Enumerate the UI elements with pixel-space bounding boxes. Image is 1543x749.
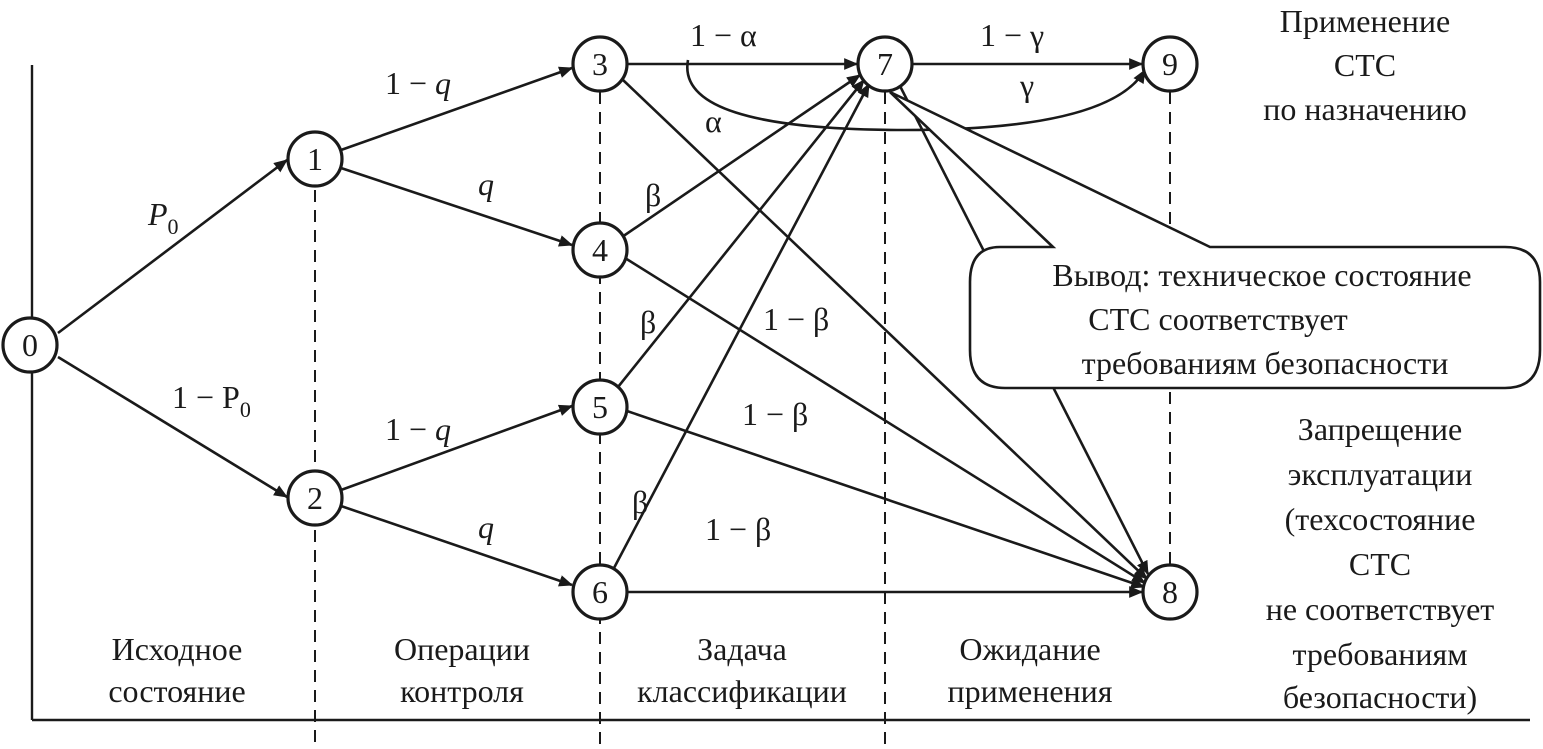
callout-line-3: требованиям безопасности bbox=[1082, 345, 1449, 381]
outcome-apply: Применение СТС по назначению bbox=[1263, 3, 1467, 127]
edge-5-7 bbox=[616, 79, 866, 388]
node-9-label: 9 bbox=[1162, 46, 1178, 82]
edge-4-8 bbox=[624, 256, 1146, 585]
stage-caption-waiting: Ожидание применения bbox=[948, 631, 1113, 709]
stage-caption-initial: Исходное состояние bbox=[108, 631, 245, 709]
node-7: 7 bbox=[856, 35, 914, 93]
outcome-forbid-line-6: требованиям bbox=[1293, 636, 1468, 672]
label-1-minus-beta-6: 1 − β bbox=[705, 511, 771, 547]
edge-2-5 bbox=[340, 404, 574, 492]
node-6: 6 bbox=[571, 563, 629, 621]
label-1-minus-p0-sub: 0 bbox=[240, 397, 251, 422]
edge-4-7 bbox=[621, 73, 861, 239]
outcome-forbid: Запрещение эксплуатации (техсостояние СТ… bbox=[1266, 411, 1495, 715]
node-1-label: 1 bbox=[307, 141, 323, 177]
node-6-label: 6 bbox=[592, 574, 608, 610]
label-1-minus-q-upper: 1 − q bbox=[385, 65, 451, 101]
label-1-minus-q-lower-var: q bbox=[435, 411, 451, 447]
stage-caption-initial-line-1: Исходное bbox=[112, 631, 243, 667]
label-p0-main: P bbox=[147, 196, 168, 232]
outcome-apply-line-2: СТС bbox=[1334, 47, 1396, 83]
node-0-label: 0 bbox=[22, 327, 38, 363]
label-beta-4: β bbox=[645, 177, 661, 213]
edge-2-6 bbox=[340, 504, 574, 587]
label-1-minus-q-upper-var: q bbox=[435, 65, 451, 101]
label-p0: P0 bbox=[147, 196, 179, 239]
outcome-apply-line-3: по назначению bbox=[1263, 91, 1467, 127]
conclusion-callout bbox=[889, 90, 1542, 390]
node-8-label: 8 bbox=[1162, 574, 1178, 610]
edge-0-2 bbox=[57, 355, 288, 499]
stage-caption-classification: Задача классификации bbox=[637, 631, 847, 709]
callout-line-2: СТС соответствует bbox=[1088, 301, 1347, 337]
edge-1-4 bbox=[340, 166, 574, 247]
label-1-minus-p0: 1 − P0 bbox=[172, 379, 251, 422]
label-alpha: α bbox=[705, 103, 722, 139]
label-beta-5: β bbox=[640, 304, 656, 340]
node-3-label: 3 bbox=[592, 46, 608, 82]
label-1-minus-beta-4: 1 − β bbox=[763, 301, 829, 337]
stage-caption-initial-line-2: состояние bbox=[108, 673, 245, 709]
outcome-forbid-line-3: (техсостояние bbox=[1285, 501, 1476, 537]
label-1-minus-gamma: 1 − γ bbox=[980, 17, 1044, 53]
node-7-label: 7 bbox=[877, 46, 893, 82]
stage-caption-waiting-line-2: применения bbox=[948, 673, 1113, 709]
node-0: 0 bbox=[1, 316, 59, 374]
stage-caption-control-line-1: Операции bbox=[394, 631, 530, 667]
label-q-upper: q bbox=[478, 166, 494, 202]
edge-6-7 bbox=[612, 82, 871, 569]
stage-caption-classification-line-1: Задача bbox=[697, 631, 787, 667]
node-9: 9 bbox=[1141, 35, 1199, 93]
node-2: 2 bbox=[286, 469, 344, 527]
label-1-minus-p0-main: 1 − P bbox=[172, 379, 240, 415]
label-1-minus-alpha: 1 − α bbox=[690, 17, 757, 53]
label-1-minus-q-lower: 1 − q bbox=[385, 411, 451, 447]
label-1-minus-q-lower-prefix: 1 − bbox=[385, 411, 435, 447]
edge-0-1 bbox=[57, 158, 288, 335]
stage-caption-control: Операции контроля bbox=[394, 631, 530, 709]
outcome-forbid-line-5: не соответствует bbox=[1266, 591, 1495, 627]
edge-3-9 bbox=[686, 59, 1147, 132]
node-1: 1 bbox=[286, 130, 344, 188]
node-4: 4 bbox=[571, 221, 629, 279]
edge-3-8 bbox=[622, 79, 1148, 580]
outcome-forbid-line-4: СТС bbox=[1349, 546, 1411, 582]
callout-line-1: Вывод: техническое состояние bbox=[1052, 257, 1471, 293]
label-gamma: γ bbox=[1019, 67, 1034, 103]
node-5-label: 5 bbox=[592, 389, 608, 425]
label-p0-sub: 0 bbox=[168, 214, 179, 239]
outcome-forbid-line-2: эксплуатации bbox=[1288, 456, 1473, 492]
outcome-apply-line-1: Применение bbox=[1280, 3, 1450, 39]
node-3: 3 bbox=[571, 35, 629, 93]
label-beta-6: β bbox=[632, 484, 648, 520]
stage-caption-classification-line-2: классификации bbox=[637, 673, 847, 709]
node-5: 5 bbox=[571, 378, 629, 436]
label-q-lower: q bbox=[478, 509, 494, 545]
node-2-label: 2 bbox=[307, 480, 323, 516]
outcome-forbid-line-7: безопасности) bbox=[1283, 679, 1477, 715]
edge-5-8 bbox=[626, 409, 1146, 589]
node-4-label: 4 bbox=[592, 232, 608, 268]
label-1-minus-beta-5: 1 − β bbox=[742, 396, 808, 432]
node-8: 8 bbox=[1141, 563, 1199, 621]
edge-1-3 bbox=[340, 66, 574, 152]
outcome-forbid-line-1: Запрещение bbox=[1298, 411, 1462, 447]
stage-caption-control-line-2: контроля bbox=[400, 673, 524, 709]
label-1-minus-q-upper-prefix: 1 − bbox=[385, 65, 435, 101]
stage-caption-waiting-line-1: Ожидание bbox=[959, 631, 1100, 667]
